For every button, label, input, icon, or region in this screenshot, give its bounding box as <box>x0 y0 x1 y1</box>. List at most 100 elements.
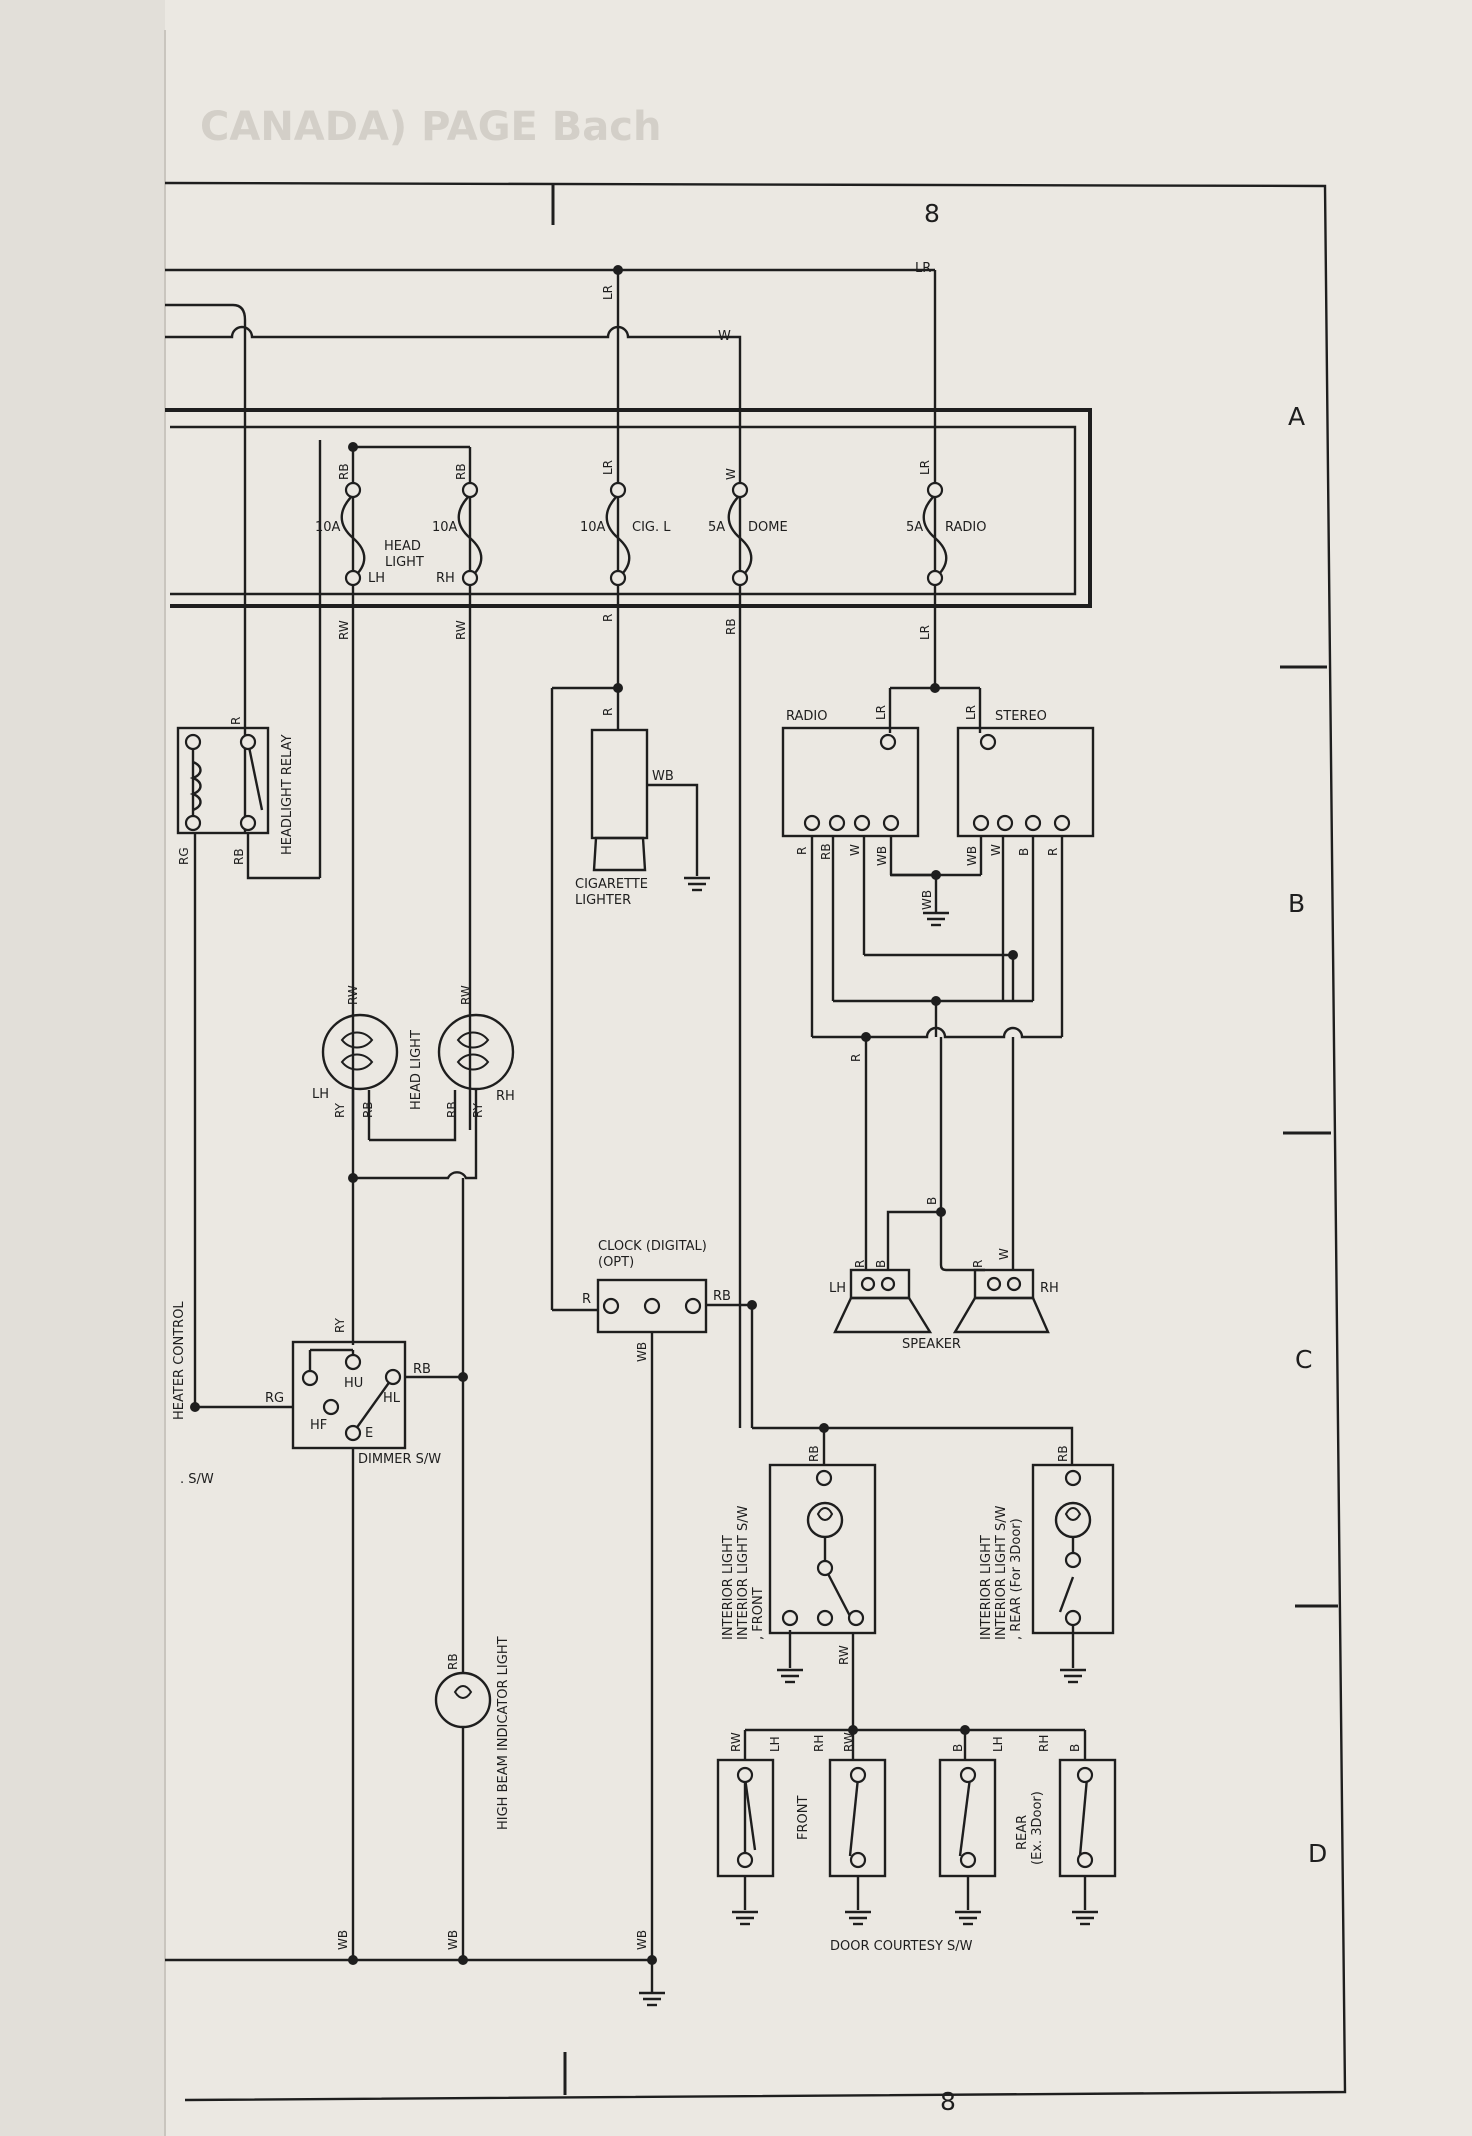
wire-code: LR <box>918 460 932 475</box>
fuse-dome-rating: 5A <box>708 520 725 535</box>
wire-code: RB <box>445 1101 459 1118</box>
head-light-label-1: HEAD <box>384 539 421 554</box>
wire-code: WB <box>965 846 979 866</box>
wire-code-r-clock: R <box>582 1292 591 1307</box>
high-beam-label: HIGH BEAM INDICATOR LIGHT <box>496 1636 511 1830</box>
headlight-relay-label: HEADLIGHT RELAY <box>280 734 295 855</box>
wire-code: R <box>229 717 243 725</box>
wire-code: WB <box>446 1930 460 1950</box>
wire-code: RY <box>333 1317 347 1333</box>
row-label-d: D <box>1308 1839 1327 1868</box>
zone-labels: 8 8 A B C D <box>924 199 1327 2116</box>
rear-label-1: REAR <box>1015 1815 1030 1850</box>
wire-rb-interior <box>752 1426 1074 1465</box>
interior-rear-label-1: INTERIOR LIGHT <box>979 1535 994 1640</box>
cigarette-lighter-label-1: CIGARETTE <box>575 877 648 892</box>
wire-code: WB <box>875 846 889 866</box>
wire-code: W <box>997 1248 1011 1260</box>
radio-label: RADIO <box>786 709 827 724</box>
wire-code: RH <box>812 1735 826 1752</box>
interior-rear-label-2: INTERIOR LIGHT S/W <box>994 1505 1009 1640</box>
headlight-relay-box <box>176 726 270 835</box>
wire-code: RW <box>459 985 473 1005</box>
wire-code: RB <box>724 618 738 635</box>
heater-control-label: HEATER CONTROL <box>172 1301 187 1420</box>
wire-code-rg-dimmer: RG <box>265 1391 284 1406</box>
fuse-radio-rating: 5A <box>906 520 923 535</box>
wire-code: RH <box>1037 1735 1051 1752</box>
zone-number-bottom: 8 <box>940 2087 956 2116</box>
wire-code: W <box>724 468 738 480</box>
wire-code: W <box>989 844 1003 856</box>
wire-code-wb-cig: WB <box>652 769 674 784</box>
wire-code: R <box>601 708 615 716</box>
fuse-head-rh <box>457 494 483 579</box>
wire-code: R <box>601 614 615 622</box>
dimmer-contact <box>352 1376 394 1434</box>
wire-code: B <box>1068 1744 1082 1752</box>
fuse-dome <box>727 494 753 579</box>
wire-code: RB <box>807 1445 821 1462</box>
wire-code: R <box>971 1260 985 1268</box>
headlight-filaments <box>340 1031 1082 1699</box>
wire-code: RW <box>729 1732 743 1752</box>
wire-code: LR <box>964 705 978 720</box>
wire-w-dome <box>165 325 742 578</box>
interior-light-front-box <box>768 1463 877 1635</box>
wire-code: RW <box>346 985 360 1005</box>
speaker-lh-label: LH <box>829 1281 846 1296</box>
wire-code-w-top: W <box>718 329 731 344</box>
dimmer-hu-label: HU <box>344 1376 363 1391</box>
relay-contact <box>246 741 264 811</box>
fuse-box-inner <box>170 425 1077 596</box>
headlight-lh-label: LH <box>312 1087 329 1102</box>
fuse-head-rh-rating: 10A <box>432 520 458 535</box>
wire-code: RB <box>446 1653 460 1670</box>
wire-code: WB <box>635 1342 649 1362</box>
wire-code: W <box>848 844 862 856</box>
wire-code: LR <box>601 285 615 300</box>
interior-rear-contact <box>1058 1576 1075 1613</box>
row-label-a: A <box>1288 402 1305 431</box>
fuse-box-outer <box>165 408 1092 608</box>
wire-code: RW <box>454 620 468 640</box>
fuse-cig-rating: 10A <box>580 520 606 535</box>
high-beam-indicator <box>434 1671 492 1729</box>
cigarette-lighter-label-2: LIGHTER <box>575 893 631 908</box>
wire-code-rb-clock: RB <box>713 1289 731 1304</box>
junction-dots <box>190 265 1018 1965</box>
stereo-label: STEREO <box>995 709 1047 724</box>
door-courtesy-label: DOOR COURTESY S/W <box>830 1939 973 1954</box>
dimmer-hf-label: HF <box>310 1418 327 1433</box>
row-label-c: C <box>1295 1345 1312 1374</box>
wire-code: RY <box>471 1102 485 1118</box>
wire-relay-r <box>165 303 247 832</box>
fuse-dome-name: DOME <box>748 520 788 535</box>
wire-code: RB <box>819 843 833 860</box>
headlight-rh <box>437 1013 515 1091</box>
fuse-cig-name: CIG. L <box>632 520 671 535</box>
zone-number-top: 8 <box>924 199 940 228</box>
wire-code: RG <box>177 847 191 865</box>
row-label-b: B <box>1288 889 1305 918</box>
wire-code: R <box>849 1054 863 1062</box>
rear-label-2: (Ex. 3Door) <box>1030 1791 1045 1865</box>
wire-code: RW <box>337 620 351 640</box>
wire-code: RB <box>361 1101 375 1118</box>
front-label: FRONT <box>796 1796 811 1840</box>
interior-front-contact <box>823 1567 854 1621</box>
fuse-cig <box>605 494 631 579</box>
terminals <box>184 481 1094 1869</box>
wire-code: WB <box>920 890 934 910</box>
wire-code: LH <box>768 1736 782 1752</box>
wire-code: B <box>874 1260 888 1268</box>
wire-code: R <box>1046 848 1060 856</box>
stereo-unit <box>956 726 1095 838</box>
clock-label-1: CLOCK (DIGITAL) <box>598 1239 707 1254</box>
wire-code: B <box>951 1744 965 1752</box>
faded-header: CANADA) PAGE Bach <box>200 104 661 150</box>
page-frame <box>164 181 1347 2102</box>
fuse-head-lh <box>340 494 366 579</box>
head-light-label: HEAD LIGHT <box>409 1030 424 1110</box>
